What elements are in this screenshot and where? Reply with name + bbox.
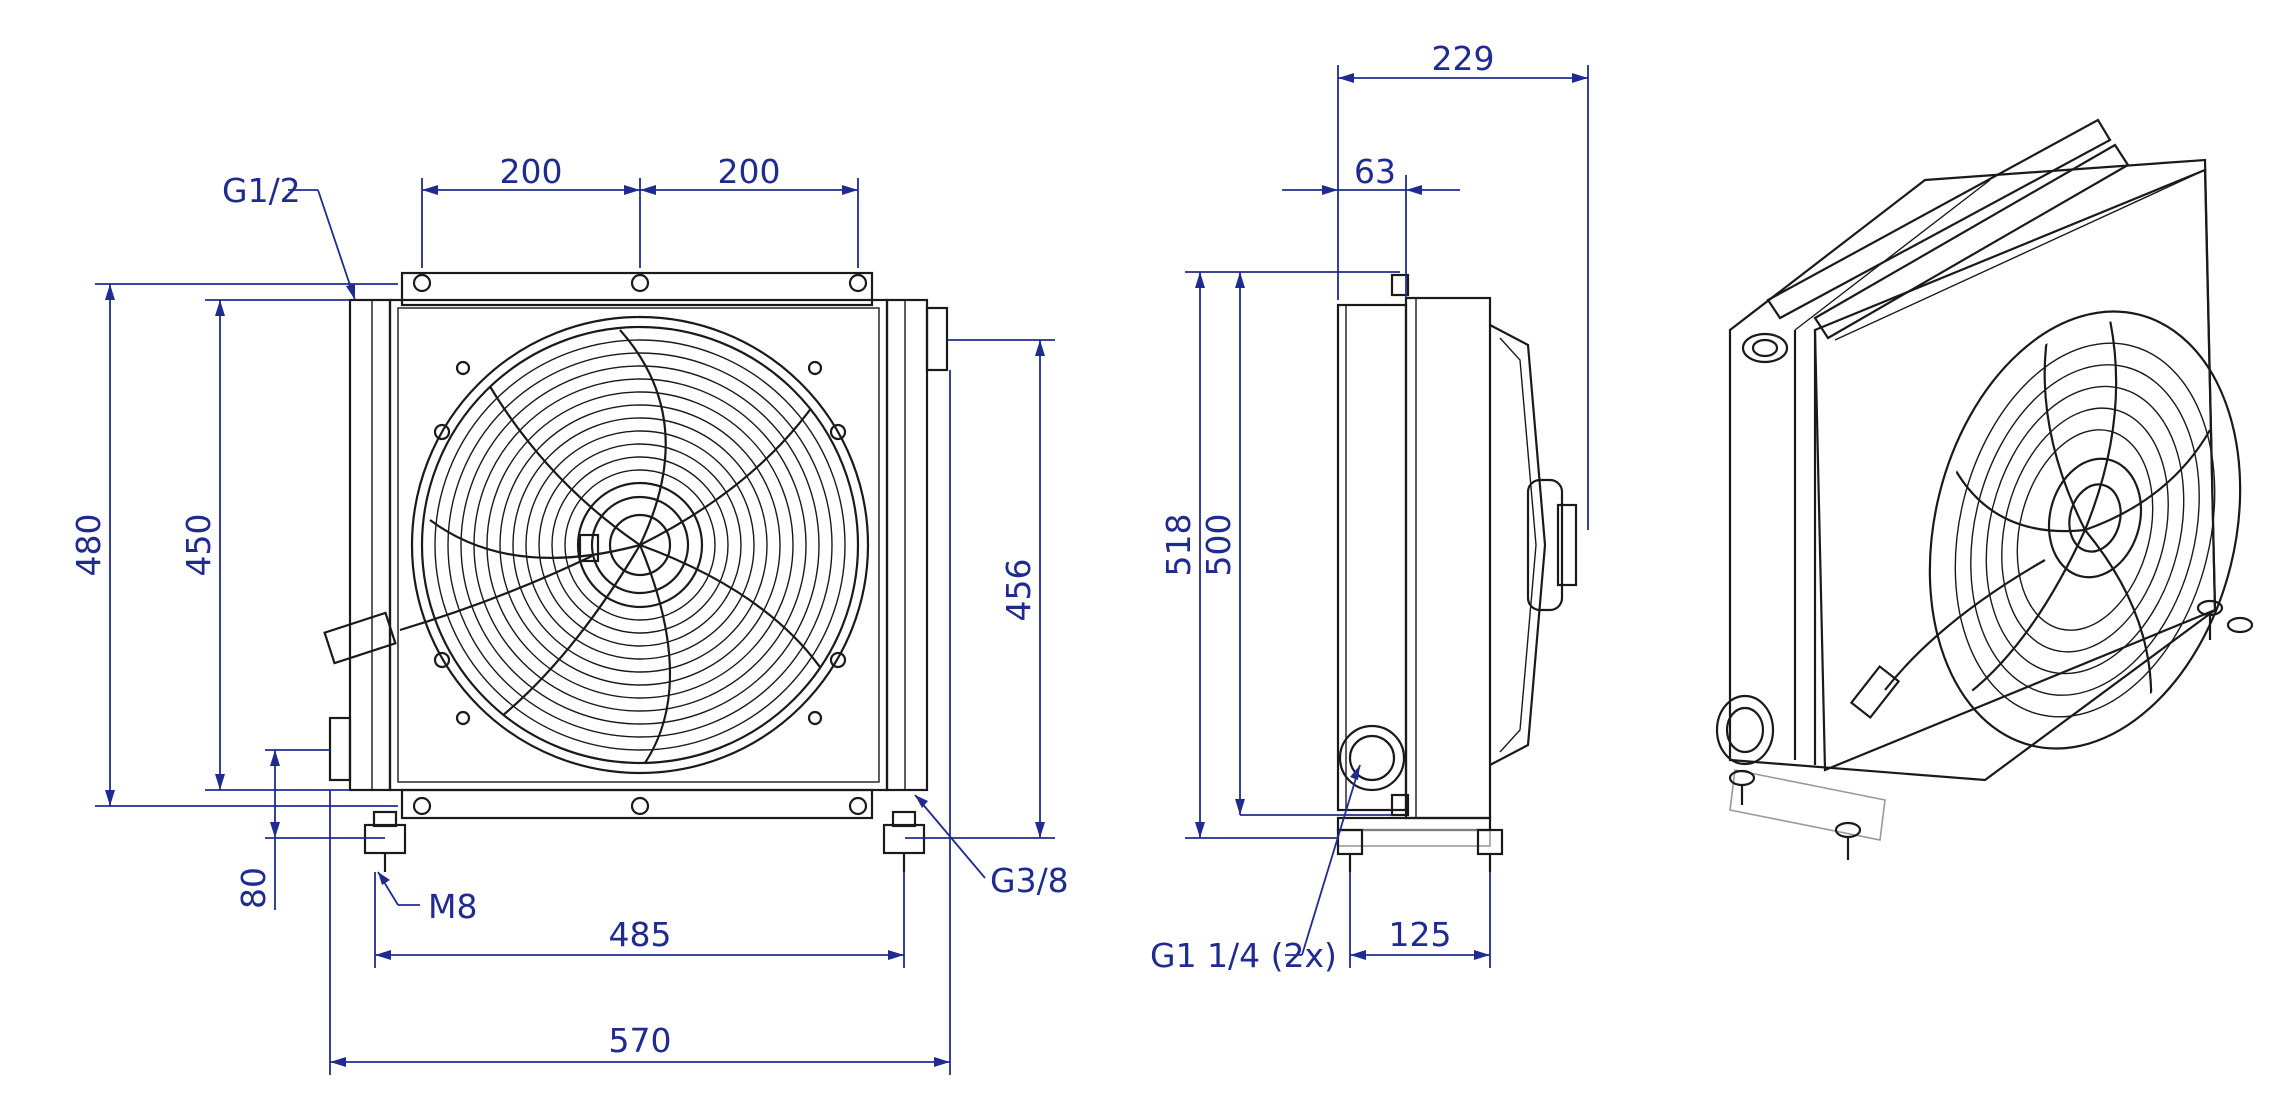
iso-fan-ring <box>1928 310 2242 750</box>
front-left-tank <box>348 298 392 792</box>
side-core <box>1336 303 1408 812</box>
callout-g12: G1/2 <box>222 171 301 210</box>
dim-label-229: 229 <box>1432 39 1495 78</box>
dim-label-485: 485 <box>609 915 672 954</box>
dim-label-518: 518 <box>1159 514 1198 577</box>
side-shroud <box>1404 296 1492 820</box>
side-motor <box>1526 478 1564 612</box>
dimension-labels: 200 200 480 450 80 456 485 570 G1/2 M8 G… <box>69 39 1495 1060</box>
front-bracket-hole <box>412 273 432 293</box>
side-dimensions <box>1185 65 1589 968</box>
callout-m8: M8 <box>428 887 477 926</box>
dim-label-125: 125 <box>1389 915 1452 954</box>
side-view <box>1336 273 1578 872</box>
dim-label-480: 480 <box>69 514 108 577</box>
front-bracket-hole <box>412 796 432 816</box>
front-bracket-hole <box>630 796 650 816</box>
front-port-bottom-left <box>328 716 352 782</box>
dim-label-200-left: 200 <box>500 152 563 191</box>
dim-label-500: 500 <box>1199 514 1238 577</box>
front-view <box>323 271 949 872</box>
iso-cable <box>1884 559 2046 691</box>
iso-port <box>1715 694 1775 766</box>
front-bracket-hole <box>848 273 868 293</box>
callout-g114: G1 1/4 (2x) <box>1150 936 1337 975</box>
front-bracket-hole <box>848 796 868 816</box>
side-feet <box>1336 816 1504 872</box>
side-fan-guard <box>1489 324 1547 766</box>
front-feet <box>363 810 926 872</box>
front-right-tank <box>885 298 929 792</box>
dim-label-456: 456 <box>999 559 1038 622</box>
front-core-plate <box>388 298 889 792</box>
front-top-bracket <box>400 271 874 307</box>
front-port-top-right <box>925 306 949 372</box>
side-port <box>1338 724 1406 792</box>
dim-label-80: 80 <box>234 867 273 909</box>
front-connector <box>323 611 397 665</box>
dim-label-450: 450 <box>179 514 218 577</box>
isometric-view <box>1715 118 2254 860</box>
callout-g38: G3/8 <box>990 861 1069 900</box>
iso-front-face <box>1813 168 2217 772</box>
dim-label-200-right: 200 <box>718 152 781 191</box>
front-bracket-hole <box>630 273 650 293</box>
front-fan-guard <box>410 315 870 775</box>
dim-label-63: 63 <box>1354 152 1396 191</box>
iso-hub <box>2047 457 2143 579</box>
dim-label-570: 570 <box>609 1021 672 1060</box>
front-dimensions <box>95 178 1055 1075</box>
front-cable <box>399 555 593 632</box>
iso-connector <box>1849 664 1901 720</box>
iso-top-bracket <box>1766 118 2112 320</box>
